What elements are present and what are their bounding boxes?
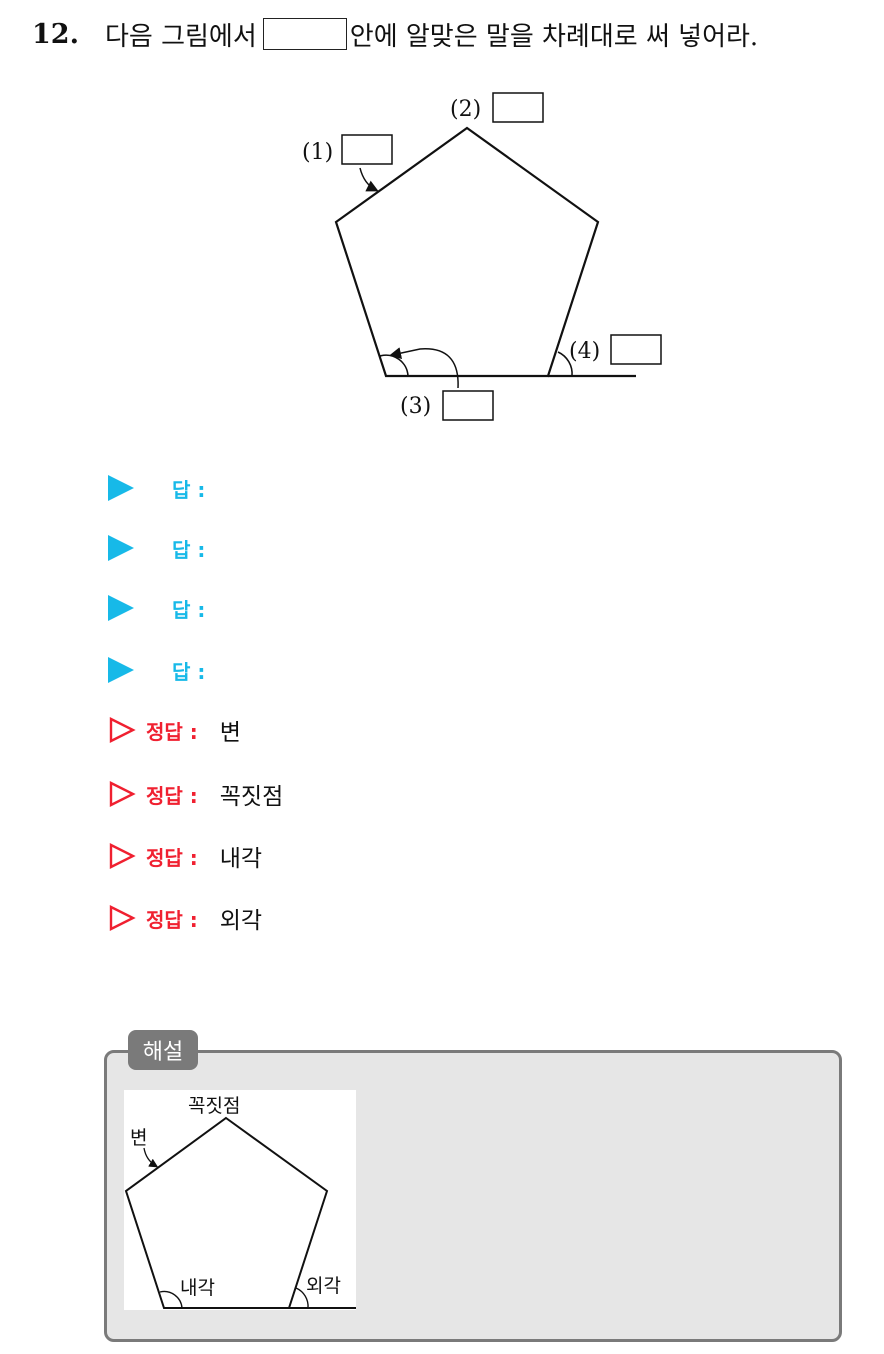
figure-box-1 <box>341 134 393 165</box>
answer-prompt-row: 답 : <box>108 650 205 690</box>
pentagon-figure: (1) (2) (3) (4) <box>302 92 662 421</box>
correct-answer-label: 정답 : <box>146 783 198 808</box>
explanation-figure-bg <box>124 1090 356 1310</box>
pentagon-shape <box>334 126 600 378</box>
answer-prompt-row: 답 : <box>108 528 205 568</box>
interior-angle-arc <box>379 354 409 377</box>
red-outline-triangle-icon <box>109 781 136 807</box>
figure-box-2 <box>492 92 544 123</box>
correct-answer-value: 내각 <box>219 846 263 872</box>
red-outline-triangle-icon <box>109 843 136 869</box>
answer-prompt-label: 답 : <box>172 537 206 562</box>
figure-label-4: (4) <box>569 339 600 364</box>
explanation-tag: 해설 <box>128 1030 198 1070</box>
explanation-interior-label: 내각 <box>180 1277 215 1299</box>
answer-prompt-label: 답 : <box>172 597 206 622</box>
correct-answer-row: 정답 : 꼭짓점 <box>108 774 283 814</box>
question-text-after: 안에 알맞은 말을 차례대로 써 넣어라. <box>349 21 759 52</box>
explanation-exterior-arc <box>295 1287 309 1309</box>
explanation-interior-arc <box>159 1290 183 1309</box>
answer-prompt-label: 답 : <box>172 659 206 684</box>
arrow-to-interior-angle <box>389 347 459 389</box>
blue-triangle-icon <box>108 595 134 621</box>
figure-label-1: (1) <box>302 140 333 165</box>
blue-triangle-icon <box>108 535 134 561</box>
explanation-pentagon-shape <box>124 1116 329 1309</box>
answer-prompt-row: 답 : <box>108 588 205 628</box>
figure-box-4 <box>610 334 662 365</box>
figure-label-3: (3) <box>400 394 431 419</box>
figure-label-2: (2) <box>450 97 481 122</box>
red-outline-triangle-icon <box>109 717 136 743</box>
correct-answer-row: 정답 : 내각 <box>108 836 262 876</box>
correct-answer-value: 변 <box>219 720 241 746</box>
blue-triangle-icon <box>108 475 134 501</box>
answer-prompt-row: 답 : <box>108 468 205 508</box>
explanation-figure: 꼭짓점 변 내각 외각 <box>124 1090 356 1310</box>
correct-answer-row: 정답 : 변 <box>108 710 241 750</box>
blue-triangle-icon <box>108 657 134 683</box>
exterior-angle-arc <box>557 351 573 377</box>
question-number: 12. <box>32 18 79 50</box>
explanation-vertex-label: 꼭짓점 <box>188 1095 240 1117</box>
correct-answer-label: 정답 : <box>146 719 198 744</box>
explanation-exterior-label: 외각 <box>306 1275 341 1297</box>
answer-prompt-label: 답 : <box>172 477 206 502</box>
figure-box-3 <box>442 390 494 421</box>
correct-answer-label: 정답 : <box>146 845 198 870</box>
question-text-before: 다음 그림에서 <box>104 21 257 52</box>
explanation-side-label: 변 <box>130 1127 147 1149</box>
question-header: 12. 다음 그림에서 안에 알맞은 말을 차례대로 써 넣어라. <box>32 14 758 54</box>
correct-answer-value: 외각 <box>219 908 263 934</box>
explanation-side-arrow <box>143 1147 159 1168</box>
correct-answer-value: 꼭짓점 <box>219 784 284 810</box>
arrow-to-side <box>359 167 379 192</box>
blank-box-inline <box>262 18 347 50</box>
correct-answer-label: 정답 : <box>146 907 198 932</box>
red-outline-triangle-icon <box>109 905 136 931</box>
correct-answer-row: 정답 : 외각 <box>108 898 262 938</box>
